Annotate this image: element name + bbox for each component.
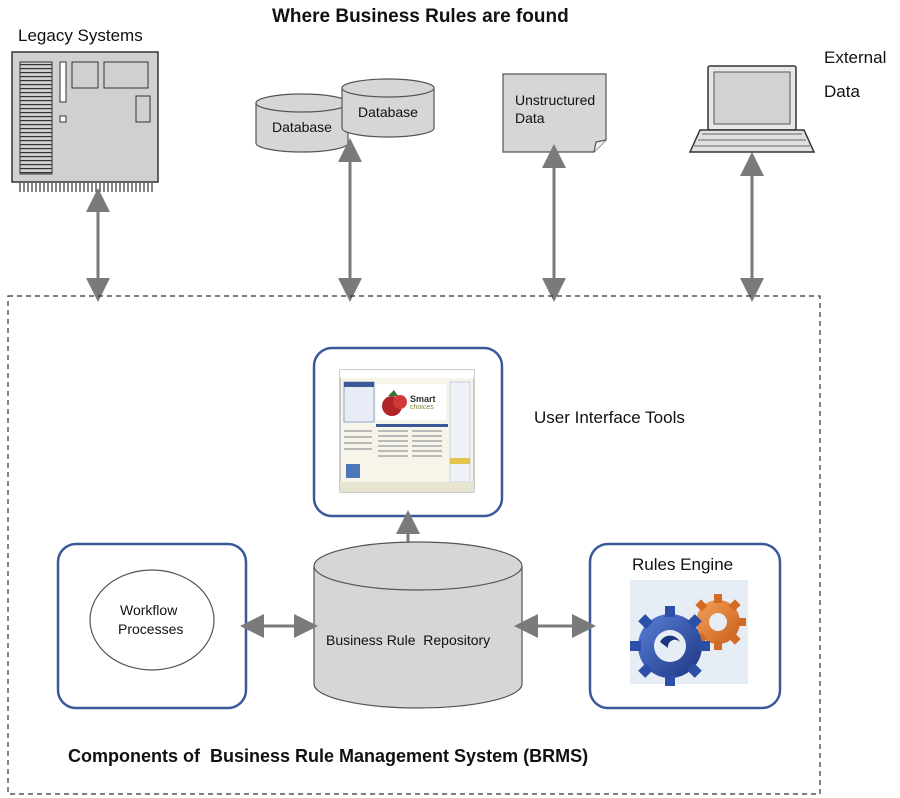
repository-cylinder bbox=[313, 541, 523, 709]
legacy-system-icon bbox=[11, 51, 159, 192]
laptop-icon bbox=[688, 65, 816, 153]
workflow-ellipse bbox=[89, 569, 215, 671]
repository-label: Business Rule Repository bbox=[326, 632, 491, 648]
database-label-1: Database bbox=[272, 119, 332, 135]
mini-brand-line2: choices bbox=[410, 404, 434, 411]
legacy-systems-label: Legacy Systems bbox=[18, 26, 143, 45]
mini-brand-line1: Smart bbox=[410, 394, 436, 404]
workflow-label-line2: Processes bbox=[118, 621, 184, 637]
ui-tools-screenshot bbox=[339, 369, 475, 493]
brms-footer-title: Components of Business Rule Management S… bbox=[68, 746, 589, 766]
external-data-label-line2: Data bbox=[824, 82, 860, 101]
diagram-title: Where Business Rules are found bbox=[272, 6, 569, 27]
external-data-label-line1: External bbox=[824, 48, 887, 67]
database-label-2: Database bbox=[358, 104, 418, 120]
database-icon-2 bbox=[341, 78, 435, 138]
gears-icon bbox=[630, 580, 748, 686]
document-icon bbox=[502, 73, 607, 153]
brms-boundary bbox=[7, 295, 821, 795]
workflow-label-line1: Workflow bbox=[120, 602, 178, 618]
unstructured-label-line2: Data bbox=[515, 110, 545, 126]
rules-engine-label: Rules Engine bbox=[632, 555, 734, 574]
ui-tools-label: User Interface Tools bbox=[534, 408, 685, 427]
unstructured-label-line1: Unstructured bbox=[515, 92, 596, 108]
